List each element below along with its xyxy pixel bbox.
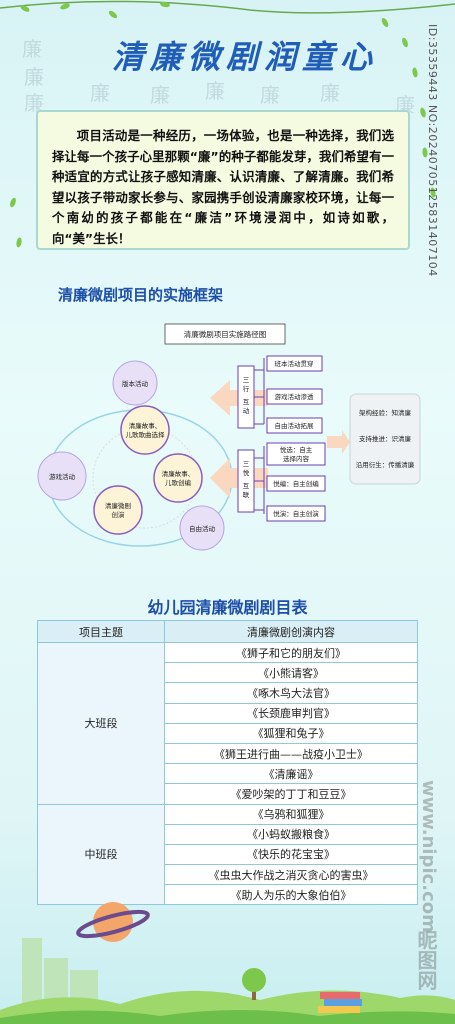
watermark-char: 廉	[260, 83, 280, 107]
table-header: 项目主题	[37, 620, 165, 643]
group2-item-2	[266, 475, 326, 492]
table-title: 幼儿园清廉微剧剧目表	[147, 598, 308, 617]
circle-top-label: 版本活动	[122, 379, 149, 388]
grass-shape	[0, 1010, 455, 1024]
willow-branch-top	[0, 0, 455, 14]
play-cell: 《狮王进行曲——战疫小卫士》	[164, 742, 418, 765]
inner-right-line2: 儿歌创编	[165, 478, 192, 487]
play-cell: 《小蚂蚁搬粮食》	[164, 823, 418, 845]
site-logo-watermark: 昵图网	[414, 930, 438, 990]
table-row: 《虫虫大作战之消灭贪心的害虫》	[38, 864, 418, 886]
play-cell: 《清廉谣》	[164, 763, 418, 785]
inner-bottom-line1: 清廉微剧	[105, 501, 131, 510]
intro-paragraph: 项目活动是一种经历，一场体验，也是一种选择，我们选择让每一个孩子心里那颗“廉”的…	[36, 110, 410, 250]
table-row: 《小熊请客》	[38, 662, 418, 684]
svg-text:悦选：自主: 悦选：自主	[280, 445, 313, 454]
svg-text:架构经验：知清廉: 架构经验：知清廉	[359, 408, 412, 417]
play-cell: 《助人为乐的大象伯伯》	[164, 884, 418, 906]
group2-item-3	[266, 505, 326, 522]
svg-text:悦演：自主创演: 悦演：自主创演	[273, 509, 319, 518]
play-cell: 《狮子和它的朋友们》	[164, 641, 418, 664]
play-cell: 《长颈鹿审判官》	[164, 702, 418, 724]
svg-text:三: 三	[243, 376, 250, 384]
program-table: 项目主题 清廉微剧创演内容 大班段《狮子和它的朋友们》 《小熊请客》 《啄木鸟大…	[37, 620, 418, 906]
play-cell: 《爱吵架的丁丁和豆豆》	[164, 783, 418, 805]
table-row: 《小蚂蚁搬粮食》	[38, 823, 418, 845]
watermark-char: 廉	[24, 65, 44, 89]
svg-text:互: 互	[243, 482, 250, 490]
group-cell: 中班段	[37, 803, 165, 906]
inner-bottom-line2: 创演	[112, 510, 126, 519]
inner-top-line1: 清廉故事、	[129, 421, 162, 430]
svg-text:悦: 悦	[243, 468, 250, 477]
play-cell: 《啄木鸟大法官》	[164, 682, 418, 704]
watermark-char: 廉	[320, 81, 340, 105]
watermark-char: 廉	[205, 79, 225, 103]
circle-inner-top	[120, 405, 170, 455]
circle-left	[37, 451, 87, 501]
watermark-char: 廉	[90, 81, 110, 105]
tree-icon	[242, 968, 266, 1000]
framework-title: 清廉微剧项目的实施框架	[58, 286, 224, 304]
svg-text:行: 行	[243, 384, 250, 393]
group1-item-2	[266, 388, 323, 405]
background-watermark: 廉 廉 廉 廉 廉 廉 廉 廉 廉	[0, 30, 455, 140]
table-header-row: 项目主题 清廉微剧创演内容	[37, 620, 418, 643]
circle-inner-right	[153, 453, 203, 503]
watermark-char: 廉	[22, 37, 42, 61]
table-row: 大班段《狮子和它的朋友们》	[37, 641, 418, 805]
svg-text:三: 三	[243, 460, 250, 468]
circle-top	[112, 360, 158, 406]
result-box	[349, 393, 421, 485]
svg-text:支持推进：识清廉: 支持推进：识清廉	[359, 434, 412, 443]
svg-text:班本活动贯穿: 班本活动贯穿	[275, 359, 314, 368]
play-cell: 《乌鸦和狐狸》	[164, 803, 418, 825]
table-header: 清廉微剧创演内容	[164, 620, 418, 643]
image-id-mark: ID:35359443 NO:20240705125831407104	[426, 24, 439, 277]
group1-item-1	[266, 355, 323, 372]
play-cell: 《小熊请客》	[164, 662, 418, 684]
circle-left-label: 游戏活动	[49, 472, 76, 481]
table-row: 《狐狸和兔子》	[38, 722, 418, 744]
diagram-title-box	[164, 323, 286, 345]
page-title: 清廉微剧润童心	[112, 38, 379, 76]
svg-text:自由活动拓展: 自由活动拓展	[275, 421, 315, 430]
svg-text:互: 互	[243, 398, 250, 406]
books-icon	[318, 992, 362, 1013]
table-row: 中班段《乌鸦和狐狸》	[37, 803, 418, 906]
circle-right-label: 自由活动	[189, 524, 216, 533]
group2-item-1	[266, 442, 326, 466]
arrow-result	[327, 430, 350, 454]
inner-right-line1: 清廉故事、	[162, 469, 195, 478]
table-row: 《爱吵架的丁丁和豆豆》	[38, 783, 418, 805]
play-cell: 《虫虫大作战之消灭贪心的害虫》	[164, 864, 418, 886]
play-cell: 《快乐的花宝宝》	[164, 843, 418, 866]
group1-item-3	[266, 417, 323, 434]
svg-text:沿用衍生：传播清廉: 沿用衍生：传播清廉	[356, 460, 415, 469]
group-cell: 大班段	[37, 642, 165, 805]
table-row: 《助人为乐的大象伯伯》	[38, 884, 418, 906]
inner-top-line2: 儿歌歌曲选择	[126, 430, 166, 439]
watermark-char: 廉	[150, 83, 170, 107]
planet-icon	[76, 902, 150, 942]
watermark-char: 廉	[24, 91, 44, 115]
svg-text:联: 联	[243, 490, 250, 499]
implementation-diagram: 清廉微剧项目实施路径图 版本活动 游戏活动 自由活动 清廉故事、 儿歌歌曲选择 …	[37, 323, 421, 551]
site-watermark: www.nipic.com	[418, 780, 439, 933]
circle-inner-bottom	[93, 485, 143, 535]
svg-text:悦编：自主创编: 悦编：自主创编	[273, 479, 319, 488]
circle-right	[179, 505, 225, 551]
svg-text:选择内容: 选择内容	[283, 454, 310, 463]
play-cell: 《狐狸和兔子》	[164, 722, 418, 744]
table-row: 《狮王进行曲——战疫小卫士》	[38, 742, 418, 765]
diagram-title: 清廉微剧项目实施路径图	[184, 329, 267, 339]
bottom-scenery	[0, 902, 455, 1024]
svg-text:动: 动	[243, 407, 250, 415]
svg-text:游戏活动渗透: 游戏活动渗透	[275, 392, 315, 401]
